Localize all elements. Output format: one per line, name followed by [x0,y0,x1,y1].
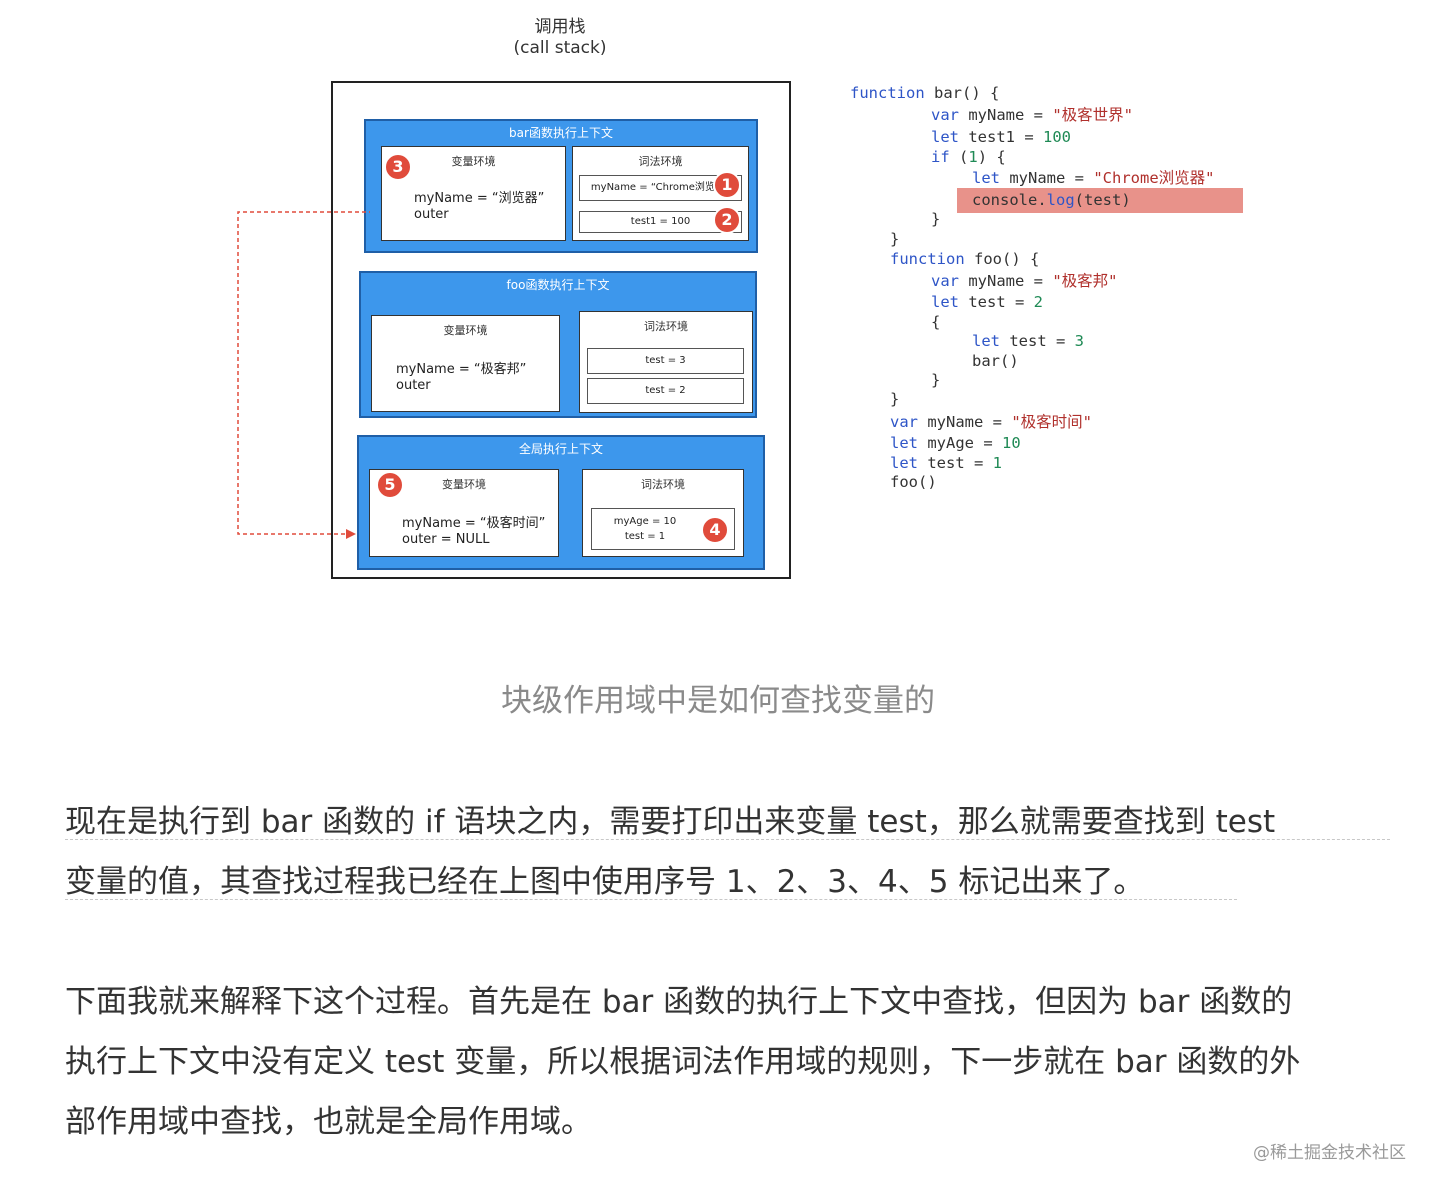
code-line-19: let test = 1 [890,454,1002,472]
outer-reference-arrow [237,211,370,539]
code-line-15: } [931,371,941,389]
code-line-9: function foo() { [890,250,1040,268]
step-badge-3: 3 [384,153,412,181]
global-var-env-title: 变量环境 [442,478,486,491]
bar-variable-environment: 变量环境 myName = “浏览器” outer [381,146,566,241]
code-line-7: } [931,210,941,228]
global-var-outer: outer = NULL [402,532,490,547]
call-stack-box: bar函数执行上下文 变量环境 myName = “浏览器” outer 词法环… [331,81,791,579]
foo-execution-context: foo函数执行上下文 变量环境 myName = “极客邦” outer 词法环… [359,271,757,418]
code-line-20: foo() [890,473,937,491]
watermark: @稀土掘金技术社区 [1253,1143,1406,1163]
bar-execution-context: bar函数执行上下文 变量环境 myName = “浏览器” outer 词法环… [364,119,758,253]
global-lex-item-test1: test = 1 [624,531,666,542]
code-line-3: let test1 = 100 [931,128,1071,146]
paragraph-1-line-2: 变量的值，其查找过程我已经在上图中使用序号 1、2、3、4、5 标记出来了。 [65,864,1145,900]
bar-context-title: bar函数执行上下文 [509,126,613,140]
code-line-10: var myName = "极客邦" [931,272,1118,290]
bar-lex-env-title: 词法环境 [638,155,683,168]
call-stack-title: 调用栈 [534,17,586,37]
paragraph-2-line-2: 执行上下文中没有定义 test 变量，所以根据词法作用域的规则，下一步就在 ba… [65,1044,1301,1080]
global-context-title: 全局执行上下文 [518,442,603,456]
paragraph-1-line-1: 现在是执行到 bar 函数的 if 语块之内，需要打印出来变量 test，那么就… [65,804,1276,840]
bar-lex-item-myname: myName = “Chrome浏览器” [579,175,742,201]
code-line-4: if (1) { [931,148,1006,166]
global-lex-item-myage: myAge = 10 [613,516,677,527]
bar-var-outer: outer [414,207,449,222]
paragraph-2-line-3: 部作用域中查找，也就是全局作用域。 [65,1104,592,1140]
figure-caption: 块级作用域中是如何查找变量的 [501,683,935,719]
foo-var-env-title: 变量环境 [443,324,488,337]
step-badge-4: 4 [701,516,729,544]
global-execution-context: 全局执行上下文 变量环境 myName = “极客时间” outer = NUL… [357,435,765,570]
global-var-myname: myName = “极客时间” [402,516,546,531]
code-line-12: { [931,313,941,331]
global-variable-environment: 变量环境 myName = “极客时间” outer = NULL [369,469,559,557]
code-line-14: bar() [972,352,1019,370]
call-stack-subtitle: (call stack) [513,38,607,58]
foo-lex-item-test3: test = 3 [587,348,744,374]
foo-var-outer: outer [396,378,431,393]
code-line-6: console.log(test) [972,191,1131,209]
code-line-18: let myAge = 10 [890,434,1021,452]
step-badge-2: 2 [713,206,741,234]
code-line-13: let test = 3 [972,332,1084,350]
foo-lex-item-test2: test = 2 [587,378,744,404]
code-line-8: } [890,230,900,248]
paragraph-2-line-1: 下面我就来解释下这个过程。首先是在 bar 函数的执行上下文中查找，但因为 ba… [65,984,1293,1020]
bar-lexical-environment: 词法环境 myName = “Chrome浏览器” test1 = 100 [572,146,749,241]
step-badge-5: 5 [376,471,404,499]
global-lexical-environment: 词法环境 myAge = 10 test = 1 [582,469,744,557]
console-log-highlight [957,188,1243,213]
bar-var-myname: myName = “浏览器” [414,191,545,206]
paragraph-1-underline-1 [65,839,1390,840]
code-line-1: function bar() { [850,84,1000,102]
code-line-17: var myName = "极客时间" [890,413,1092,431]
foo-variable-environment: 变量环境 myName = “极客邦” outer [371,315,560,412]
code-line-11: let test = 2 [931,293,1043,311]
paragraph-1-underline-2 [65,899,1237,900]
code-line-16: } [890,390,900,408]
foo-lex-env-title: 词法环境 [644,320,688,333]
step-badge-1: 1 [713,171,741,199]
foo-lexical-environment: 词法环境 test = 3 test = 2 [579,311,753,413]
foo-context-title: foo函数执行上下文 [506,278,610,292]
global-lex-env-title: 词法环境 [641,478,685,491]
code-line-2: var myName = "极客世界" [931,106,1133,124]
code-line-5: let myName = "Chrome浏览器" [972,169,1215,187]
bar-lex-item-test1: test1 = 100 [579,211,742,233]
bar-var-env-title: 变量环境 [451,155,496,168]
foo-var-myname: myName = “极客邦” [396,362,527,377]
